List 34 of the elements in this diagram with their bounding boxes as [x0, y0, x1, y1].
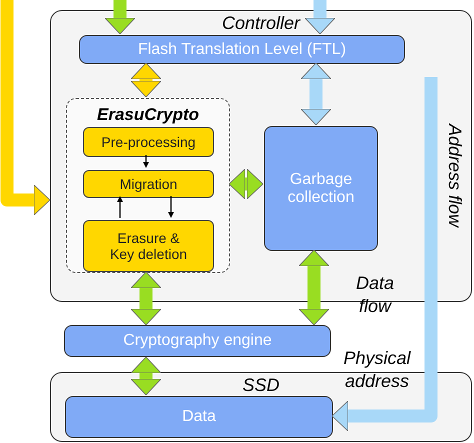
arrow: [304, 0, 336, 34]
box-label: Flash Translation Level (FTL): [138, 40, 346, 58]
arrow: [228, 168, 264, 200]
arrow: [117, 196, 123, 218]
process-box: [83, 220, 214, 272]
group-title: ErasuCrypto: [96, 105, 200, 125]
box-label: Migration: [120, 176, 178, 192]
box-label: Garbage collection: [286, 170, 356, 206]
flow-label: Data flow: [354, 272, 396, 318]
arrow: [143, 155, 149, 168]
module-group: [66, 98, 230, 273]
arrow: [332, 77, 438, 432]
process-box: [83, 170, 214, 198]
flow-label: Physical address: [342, 347, 412, 394]
box-label: Data: [182, 408, 216, 426]
process-box: [83, 127, 214, 157]
arrow: [104, 0, 136, 34]
box-label: Pre-processing: [101, 134, 196, 150]
arrow: [130, 356, 162, 396]
group-title: SSD: [242, 375, 280, 396]
ssd-panel: [50, 372, 472, 442]
process-box: [264, 126, 378, 251]
arrow: [130, 272, 162, 326]
process-box: [79, 35, 405, 64]
arrow: [130, 62, 162, 98]
arrow: [0, 0, 50, 216]
arrow: [300, 62, 332, 126]
arrow: [298, 250, 330, 326]
box-label: Erasure & Key deletion: [108, 230, 188, 262]
data-box: [65, 396, 333, 438]
group-title: Controller: [222, 13, 300, 34]
arrow: [168, 196, 174, 218]
box-label: Cryptography engine: [123, 332, 272, 350]
process-box: [64, 325, 331, 357]
